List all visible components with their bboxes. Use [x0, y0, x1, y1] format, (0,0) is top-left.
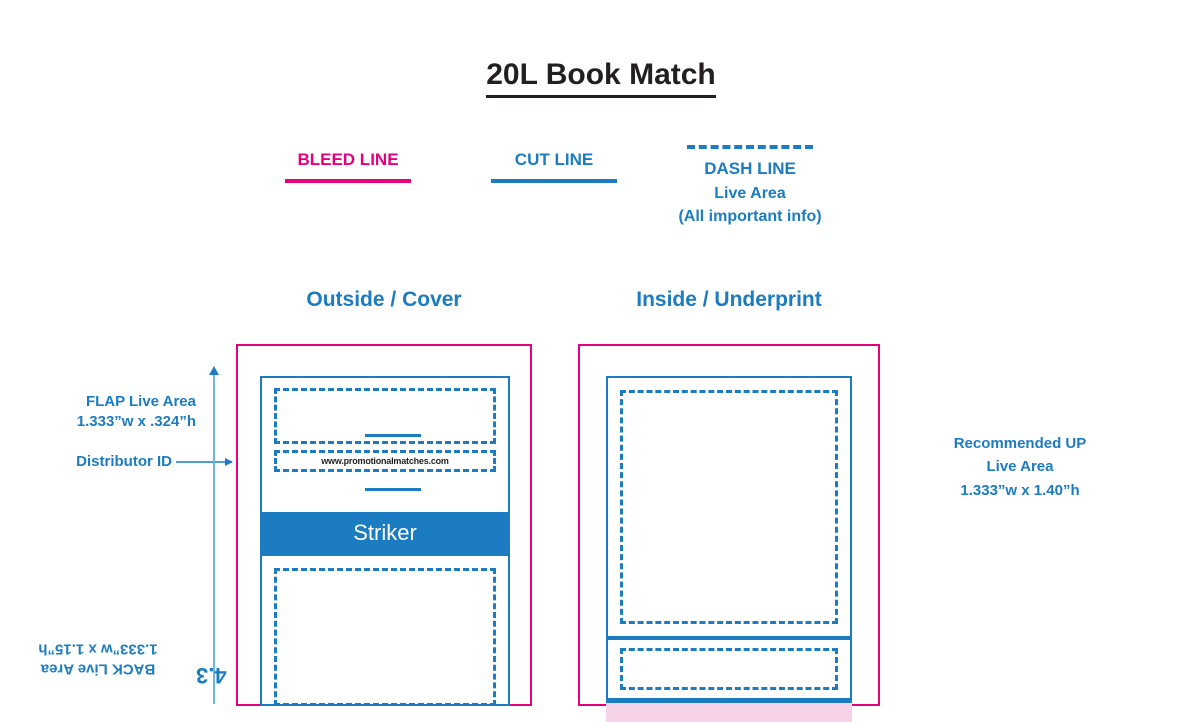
inside-flap-cut-box	[606, 638, 852, 700]
annotation-recommended-up-live-area: Recommended UP Live Area 1.333”w x 1.40”…	[900, 432, 1140, 502]
legend-cut-line: CUT LINE	[436, 148, 672, 183]
legend-dash-sub-live-area: Live Area	[714, 184, 786, 202]
inside-flap-live-area	[620, 648, 838, 690]
legend-bleed-rule	[285, 178, 411, 183]
panel-outside-cover: www.promotionalmatches.com Striker	[236, 344, 532, 706]
annotation-recommended-line1: Recommended UP	[953, 435, 1087, 452]
outside-back-live-area	[274, 568, 496, 706]
legend-bleed-line: BLEED LINE	[230, 148, 466, 183]
panel-inside-underprint	[578, 344, 880, 722]
annotation-back-live-area: BACK Live Area 1.333”w x 1.15”h	[0, 638, 196, 679]
dimension-arrow-vertical	[209, 366, 219, 704]
legend-bleed-label: BLEED LINE	[297, 150, 399, 169]
annotation-back-line1: BACK Live Area	[40, 660, 156, 678]
outside-distributor-url-text: www.promotionalmatches.com	[321, 456, 449, 466]
page-title: 20L Book Match	[0, 58, 1202, 98]
heading-inside-underprint: Inside / Underprint	[636, 288, 822, 311]
legend-dash-line: DASH LINE Live Area (All important info)	[632, 145, 868, 228]
legend-dash-rule	[687, 145, 813, 149]
leader-line-distributor-id	[176, 458, 233, 466]
legend-cut-rule	[491, 178, 617, 183]
annotation-flap-live-area: FLAP Live Area 1.333”w x .324”h	[0, 392, 196, 433]
outside-striker-band: Striker	[260, 512, 510, 554]
legend-dash-label: DASH LINE	[704, 159, 796, 178]
heading-outside-cover: Outside / Cover	[306, 288, 462, 311]
inside-main-cut-box	[606, 376, 852, 638]
annotation-recommended-line2: Live Area	[986, 458, 1054, 476]
outside-flap-live-area	[274, 388, 496, 444]
outside-rule-below-distributor	[365, 488, 421, 491]
annotation-back-line2: 1.333”w x 1.15”h	[38, 640, 158, 658]
legend-dash-sub-important-info: (All important info)	[678, 207, 822, 225]
page-title-text: 20L Book Match	[486, 58, 716, 98]
annotation-flap-line1: FLAP Live Area	[85, 393, 196, 410]
annotation-recommended-line3: 1.333”w x 1.40”h	[960, 481, 1080, 499]
inside-striker-strip	[606, 700, 852, 722]
outside-distributor-id-live-area	[274, 450, 496, 472]
outside-rule-above-distributor	[365, 434, 421, 437]
annotation-distributor-id: Distributor ID	[76, 453, 172, 470]
dimension-height-label: 4.3	[196, 663, 227, 688]
legend-cut-label: CUT LINE	[514, 150, 594, 169]
annotation-flap-line2: 1.333”w x .324”h	[76, 413, 196, 431]
inside-main-live-area	[620, 390, 838, 624]
